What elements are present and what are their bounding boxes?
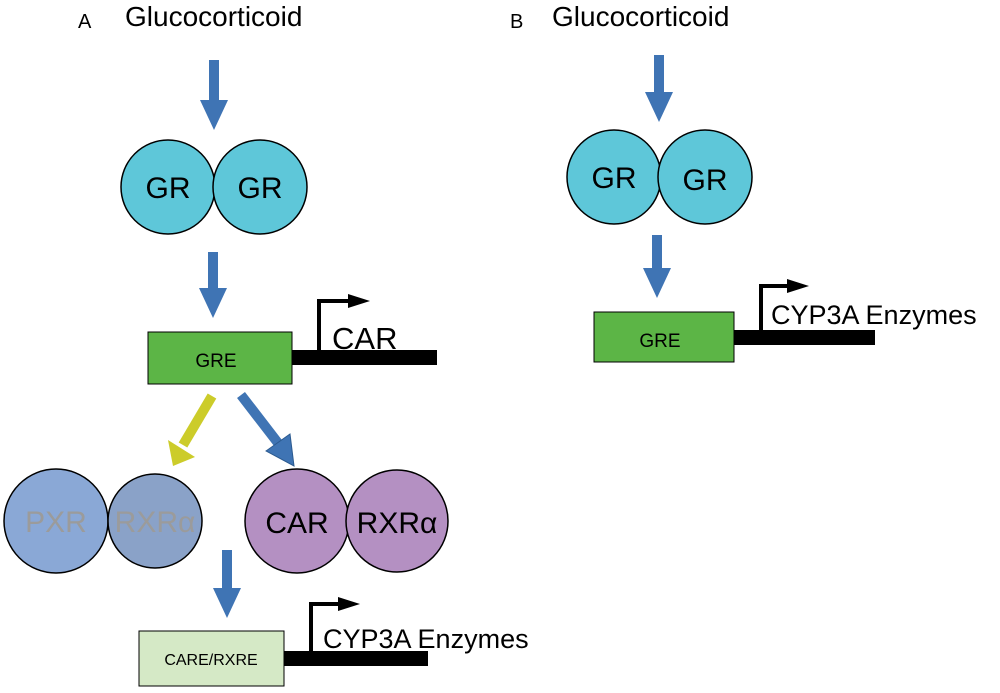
gre-box-a — [147, 331, 293, 385]
transcription-start-arrow-cyp3a-b — [759, 284, 789, 330]
arrow-glucocorticoid-to-gr — [200, 60, 228, 130]
rxr-faded-circle — [107, 473, 203, 569]
cyp3a-gene-label-b: CYP3A Enzymes — [771, 300, 977, 330]
arrow-gre-to-pxr — [168, 393, 217, 466]
transcription-start-arrow-cyp3a-a — [309, 602, 340, 651]
gr-circle-right — [212, 139, 308, 235]
gene-line-car — [290, 350, 437, 365]
transcription-arrowhead-cyp3a-a — [338, 597, 360, 611]
arrow-glucocorticoid-to-gr-b — [645, 55, 673, 122]
pxr-label: PXR — [25, 506, 87, 539]
panel-b: B Glucocorticoid GR GR CYP3A Enzymes GRE — [510, 1, 977, 363]
car-label: CAR — [265, 507, 328, 540]
gre-label-b: GRE — [639, 331, 680, 352]
panel-b-letter: B — [510, 11, 523, 33]
panel-a-title: Glucocorticoid — [125, 1, 302, 32]
gr-label-right-b: GR — [683, 164, 728, 197]
car-gene-label: CAR — [332, 321, 397, 356]
care-rxre-box — [138, 630, 285, 687]
gre-box-b — [593, 311, 735, 363]
rxr-faded-label: RXRα — [115, 506, 196, 539]
gr-label-left-b: GR — [592, 162, 637, 195]
transcription-start-arrow-car — [317, 299, 350, 350]
panel-a-letter: A — [78, 11, 92, 33]
cyp3a-gene-label-a: CYP3A Enzymes — [323, 624, 529, 654]
rxr-label: RXRα — [357, 507, 438, 540]
arrow-gr-to-gre-b — [643, 235, 671, 298]
gr-label-right: GR — [238, 172, 283, 205]
rxr-circle — [345, 469, 449, 573]
care-rxre-label: CARE/RXRE — [164, 652, 257, 669]
gre-label-a: GRE — [195, 351, 236, 372]
gene-line-cyp3a-a — [283, 651, 428, 666]
transcription-arrowhead-car — [348, 294, 370, 308]
panel-a: A Glucocorticoid GR GR CAR GRE PXR — [3, 1, 529, 687]
arrow-receptors-to-care — [213, 550, 241, 618]
gene-line-cyp3a-b — [733, 330, 875, 345]
transcription-arrowhead-cyp3a-b — [787, 279, 809, 293]
gr-circle-right-b — [657, 129, 753, 225]
arrow-gr-to-gre — [199, 252, 227, 318]
panel-b-title: Glucocorticoid — [552, 1, 729, 32]
arrow-gre-to-car — [237, 391, 295, 467]
gr-label-left: GR — [146, 172, 191, 205]
